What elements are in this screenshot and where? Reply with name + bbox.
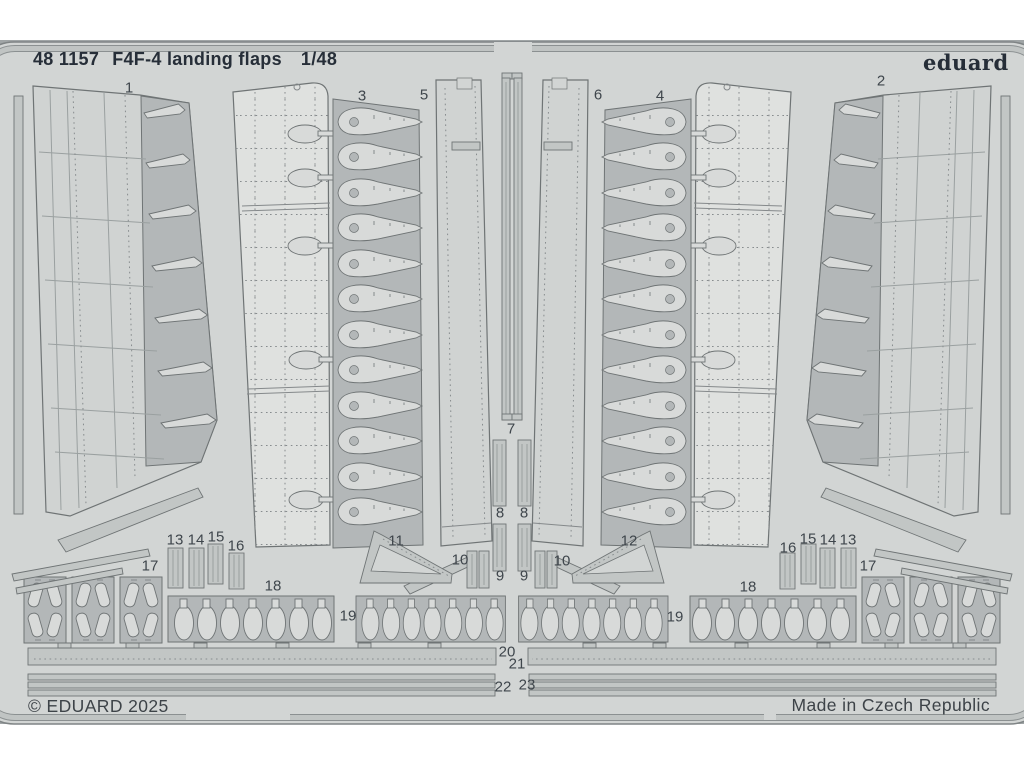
copyright-text: © EDUARD 2025 [28, 696, 169, 716]
eduard-brand-logo: eduard [923, 50, 1009, 75]
center-strip-parts-7-8-9-10 [466, 72, 513, 589]
made-in-text: Made in Czech Republic [791, 695, 990, 715]
part-1-flap-frame [13, 85, 218, 553]
part-3-flap-skin-and-ribs [232, 82, 424, 549]
part-22-thin-strips [27, 673, 496, 697]
product-scale: 1/48 [300, 49, 338, 69]
product-title: F4F-4 landing flaps [112, 49, 282, 69]
part-11-triangle [359, 530, 453, 584]
edge-diagonal-strips [11, 548, 151, 595]
part-19-comb-strip [355, 595, 506, 643]
part-18-comb-strip [167, 595, 335, 643]
part-20-long-strip [27, 642, 497, 666]
header-title: 48 1157 F4F-4 landing flaps 1/48 [33, 49, 337, 70]
product-code: 48 1157 [33, 49, 100, 69]
